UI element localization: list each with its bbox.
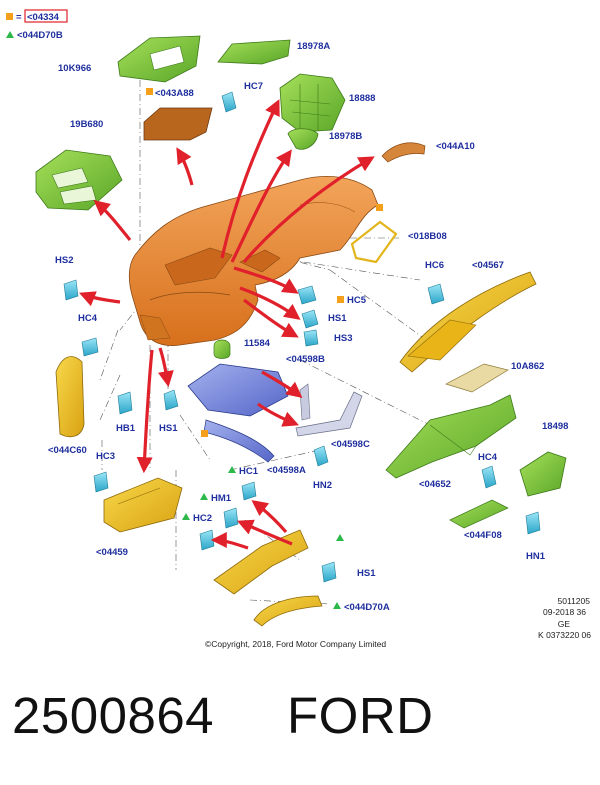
part-018B08-bracket bbox=[350, 220, 398, 264]
label-HS1-a: HS1 bbox=[328, 313, 347, 324]
fastener-clips bbox=[63, 279, 337, 583]
label-04598C: <04598C bbox=[331, 439, 370, 450]
label-18978B: 18978B bbox=[329, 131, 362, 142]
marker-triangle-mid bbox=[336, 534, 344, 541]
label-04652: <04652 bbox=[419, 479, 451, 490]
label-HC2: HC2 bbox=[193, 513, 212, 524]
clip-HC5-square-marker bbox=[337, 296, 344, 303]
label-HC1: HC1 bbox=[239, 466, 259, 477]
label-04598B: <04598B bbox=[286, 354, 325, 365]
label-04598A: <04598A bbox=[267, 465, 306, 476]
label-043A88: <043A88 bbox=[155, 88, 194, 99]
ref-line-4: K 0373220 06 bbox=[538, 630, 591, 640]
part-043A88-square-marker bbox=[146, 88, 153, 95]
part-044A10-trim bbox=[381, 142, 426, 163]
label-18888: 18888 bbox=[349, 93, 375, 104]
label-04567: <04567 bbox=[472, 260, 504, 271]
part-18978A-vent bbox=[217, 39, 291, 65]
label-HC3: HC3 bbox=[96, 451, 115, 462]
label-HN1: HN1 bbox=[526, 551, 546, 562]
label-HS1-b: HS1 bbox=[159, 423, 178, 434]
clip-HN1 bbox=[525, 511, 541, 535]
clip-HN2 bbox=[313, 445, 329, 467]
clip-HC2-triangle-marker bbox=[182, 513, 190, 520]
label-HS2: HS2 bbox=[55, 255, 73, 266]
label-HC4-right: HC4 bbox=[478, 452, 498, 463]
label-044D70A: <044D70A bbox=[344, 602, 390, 613]
label-HC7: HC7 bbox=[244, 81, 263, 92]
part-043A88-panel bbox=[143, 107, 213, 141]
clip-HC6 bbox=[427, 283, 445, 305]
label-HB1: HB1 bbox=[116, 423, 136, 434]
ref-line-3: GE bbox=[558, 619, 571, 629]
part-18978B-vent bbox=[287, 128, 319, 150]
part-18888-bracket bbox=[279, 73, 346, 133]
clip-HC1-triangle-marker bbox=[228, 466, 236, 473]
part-044D70A-lower-trim bbox=[213, 529, 323, 627]
part-19B680-bezel bbox=[35, 149, 123, 211]
part-044F08-mat bbox=[449, 499, 509, 529]
dashboard-main-panel bbox=[128, 175, 379, 347]
label-18978A: 18978A bbox=[297, 41, 330, 52]
legend-highlight-box bbox=[24, 9, 68, 23]
label-044A10: <044A10 bbox=[436, 141, 475, 152]
ref-line-2: 09-2018 36 bbox=[543, 607, 586, 617]
label-04459: <04459 bbox=[96, 547, 128, 558]
part-044D70A-triangle-marker bbox=[333, 602, 341, 609]
part-10A862-module bbox=[445, 363, 509, 393]
label-044F08: <044F08 bbox=[464, 530, 502, 541]
label-10A862: 10A862 bbox=[511, 361, 544, 372]
legend-triangle-icon bbox=[6, 31, 14, 38]
label-10K966: 10K966 bbox=[58, 63, 91, 74]
label-HC5: HC5 bbox=[347, 295, 367, 306]
label-018B08: <018B08 bbox=[408, 231, 447, 242]
dashboard-square-marker bbox=[376, 204, 383, 211]
legend-square-icon bbox=[6, 13, 13, 20]
exploded-parts-diagram: = <04334 <044D70B bbox=[6, 9, 591, 649]
legend-equals: = bbox=[16, 12, 22, 23]
label-HM1: HM1 bbox=[211, 493, 232, 504]
label-HS1-c: HS1 bbox=[357, 568, 376, 579]
clip-HM1-triangle-marker bbox=[200, 493, 208, 500]
part-10K966-bezel bbox=[117, 35, 201, 83]
ref-line-1: 5011205 bbox=[558, 596, 591, 606]
legend-triangle-label: <044D70B bbox=[17, 30, 63, 41]
part-18498-panel bbox=[519, 451, 567, 497]
label-044C60: <044C60 bbox=[48, 445, 87, 456]
part-04459-glovebox bbox=[103, 477, 183, 533]
part-11584-knob bbox=[213, 339, 231, 359]
brand-name: FORD bbox=[287, 687, 434, 744]
part-number: 2500864 bbox=[12, 687, 215, 744]
label-11584: 11584 bbox=[244, 338, 271, 349]
part-04567-panel bbox=[407, 319, 477, 361]
label-HS3: HS3 bbox=[334, 333, 352, 344]
part-04652-console bbox=[385, 394, 517, 479]
clip-HC7 bbox=[221, 91, 237, 113]
part-04598A-bracket bbox=[187, 363, 289, 463]
label-HC4-left: HC4 bbox=[78, 313, 98, 324]
part-04598A-square-marker bbox=[201, 430, 208, 437]
legend-square-label: <04334 bbox=[27, 12, 60, 23]
label-19B680: 19B680 bbox=[70, 119, 103, 130]
part-04598C-brace bbox=[295, 391, 363, 437]
part-044C60-end-panel bbox=[55, 356, 85, 438]
assembly-arrows bbox=[79, 99, 375, 550]
clip-HC4-right bbox=[481, 465, 497, 489]
copyright-text: ©Copyright, 2018, Ford Motor Company Lim… bbox=[205, 639, 386, 649]
label-18498: 18498 bbox=[542, 421, 568, 432]
label-HN2: HN2 bbox=[313, 480, 332, 491]
part-04598B-brace bbox=[299, 383, 311, 421]
label-HC6: HC6 bbox=[425, 260, 444, 271]
